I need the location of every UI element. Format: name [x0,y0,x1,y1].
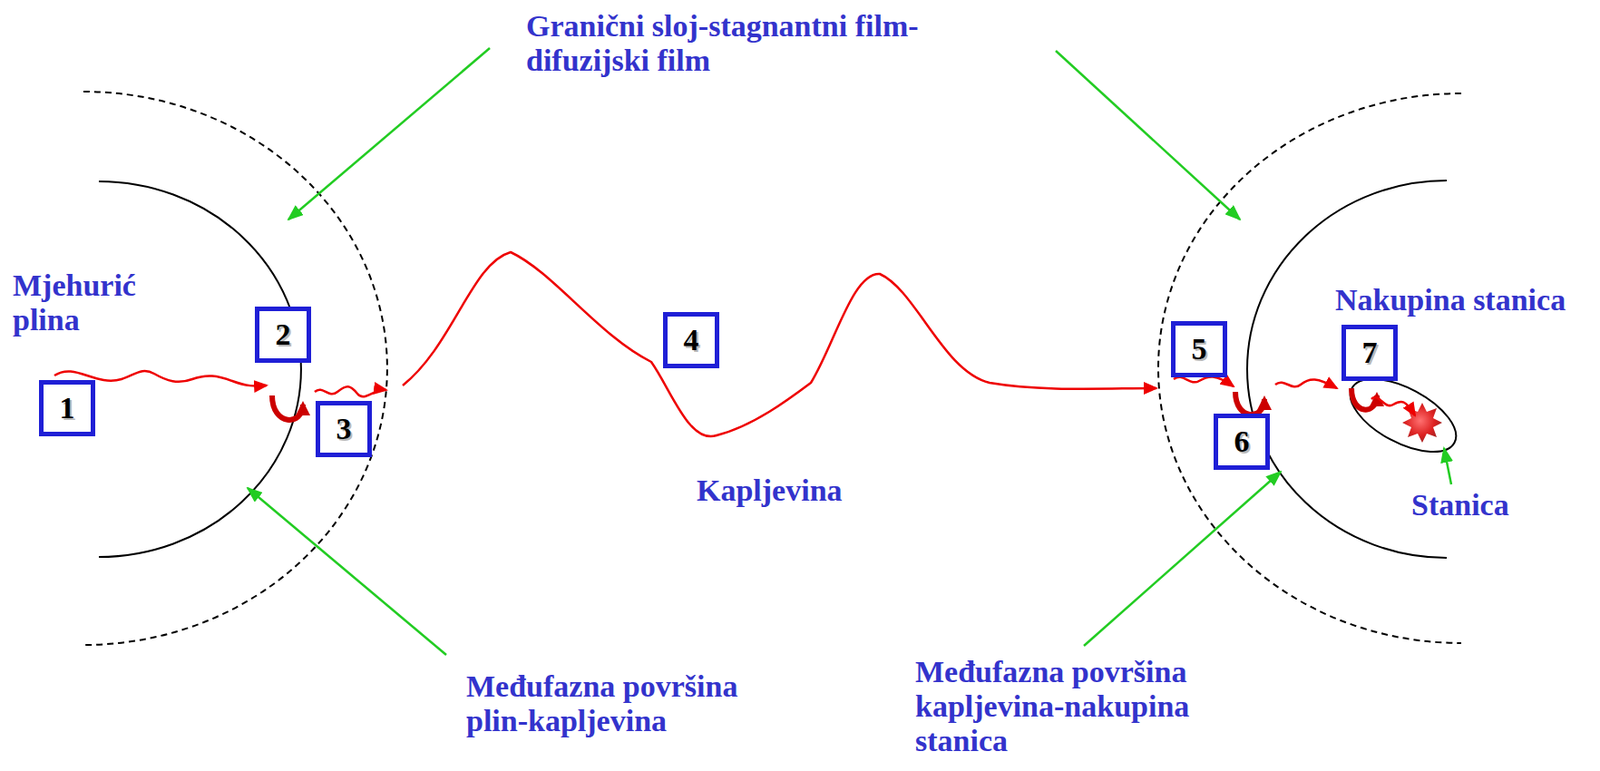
cell-label: Stanica [1411,487,1510,523]
transfer-path [1173,376,1234,387]
callout-number: 7 [1362,335,1378,371]
transfer-path [1275,379,1337,389]
interface-crossing-arrow [272,395,303,420]
cell [1402,402,1443,443]
callout-box: 4 [663,312,720,369]
boundary-layer [1158,93,1462,644]
leader-arrow [1443,448,1452,485]
cell-cluster-label: Nakupina stanica [1335,282,1566,318]
transfer-path [402,252,1157,437]
callout-number: 4 [683,322,700,358]
gas-liquid-interface [98,181,302,557]
callout-number: 5 [1191,331,1208,367]
boundary-layer-label: Granični sloj-stagnantni film-difuzijski… [526,9,962,79]
callout-box: 5 [1170,321,1228,378]
callout-box: 3 [315,400,372,458]
liquid-label: Kapljevina [696,473,843,508]
callout-number: 6 [1234,424,1250,459]
callout-box: 6 [1213,413,1270,470]
callout-number: 2 [275,317,292,352]
callout-number: 3 [336,411,352,447]
leader-arrow [1055,50,1240,220]
interface-crossing-arrow [1235,391,1265,415]
transfer-path [314,386,387,397]
bubble-label: Mjehurić plina [12,268,149,338]
leader-arrow [1083,471,1281,646]
transfer-path [1371,397,1415,416]
leader-arrow [247,487,447,655]
callout-box: 1 [39,380,96,437]
interface-label: Međufazna površina kapljevina-nakupina s… [915,654,1206,759]
callout-number: 1 [59,390,76,426]
callout-box: 2 [254,306,312,363]
leader-arrow [288,48,490,220]
callout-box: 7 [1341,324,1398,381]
interface-label: Međufazna površina plin-kapljevina [466,669,757,739]
